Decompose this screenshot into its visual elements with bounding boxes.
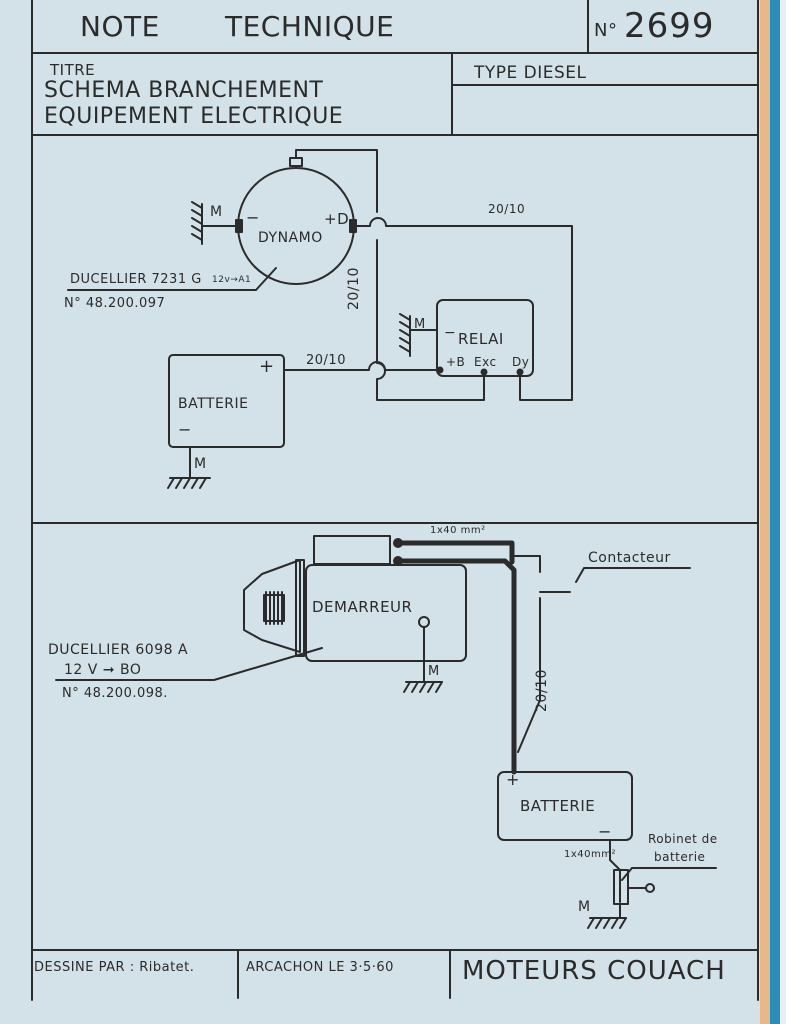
relai-dy-label: Dy — [512, 355, 530, 369]
robinet-line-2: batterie — [654, 850, 706, 864]
solenoid-terminal-1 — [393, 538, 403, 548]
dynamo-top-terminal — [289, 157, 303, 167]
batterie-2-minus-label: − — [598, 822, 612, 841]
ref-1-line-2: N° 48.200.097 — [64, 296, 166, 311]
wire-label-vertical: 20/10 — [346, 267, 362, 310]
ref-1-leader — [67, 267, 277, 291]
batterie-1-minus-label: − — [178, 420, 192, 439]
ref-2-leader — [55, 647, 323, 681]
batterie-1-wire — [283, 361, 441, 371]
batterie-1-symbol — [168, 354, 285, 448]
dynamo-label: DYNAMO — [258, 230, 323, 246]
solenoid-terminal-2 — [393, 556, 403, 566]
ref-2-line-3: N° 48.200.098. — [62, 686, 168, 701]
demarreur-symbol — [305, 564, 467, 662]
relai-symbol — [436, 299, 534, 377]
demarreur-mass-stud — [418, 616, 430, 628]
dynamo-minus-label: − — [246, 208, 260, 227]
number-prefix: N° — [594, 20, 618, 41]
cable-label-small: 1x40mm² — [564, 849, 616, 860]
titre-label: TITRE — [50, 61, 96, 79]
batterie-1-mass-hatch — [167, 477, 207, 489]
robinet-mass-label: M — [578, 899, 591, 915]
dynamo-field-wire — [295, 149, 378, 213]
note-number: 2699 — [624, 6, 715, 46]
wire-label-batterie: 20/10 — [306, 353, 346, 368]
relai-label: RELAI — [458, 330, 504, 348]
batterie-1-plus-label: + — [259, 356, 275, 377]
relai-dy-terminal — [516, 368, 524, 376]
demarreur-flange — [295, 559, 305, 657]
cable-label: 1x40 mm² — [430, 525, 486, 536]
technical-sheet — [0, 0, 760, 1024]
batterie-1-mass-label: M — [194, 456, 207, 472]
title-line-2: EQUIPEMENT ELECTRIQUE — [44, 104, 344, 129]
relai-b-label: +B — [446, 355, 466, 369]
heavy-cable-battery — [395, 558, 517, 775]
folder-edge — [770, 0, 780, 1024]
relai-exc-wire — [376, 239, 485, 401]
relai-mass-label: M — [414, 317, 426, 332]
technique-label: TECHNIQUE — [225, 10, 395, 43]
relai-mass-hatch — [399, 313, 411, 353]
demarreur-nose — [243, 559, 301, 653]
pinion-teeth — [265, 591, 283, 625]
robinet-leader — [621, 867, 633, 881]
batterie-2-mass-hatch — [587, 917, 627, 929]
relai-exc-label: Exc — [474, 355, 497, 369]
robinet-knob — [645, 883, 655, 893]
contacteur-label: Contacteur — [588, 550, 671, 566]
note-label: NOTE — [80, 10, 160, 43]
batterie-2-plus-label: + — [506, 770, 520, 789]
page-edge — [760, 0, 770, 1024]
robinet-line-1: Robinet de — [648, 832, 718, 846]
solenoid-symbol — [313, 535, 391, 565]
company-name: MOTEURS COUACH — [462, 956, 726, 986]
ref-1-voltage: 12v→A1 — [212, 275, 252, 285]
dessine-par: DESSINE PAR : Ribatet. — [34, 960, 195, 975]
ref-1-line-1: DUCELLIER 7231 G — [70, 272, 202, 287]
ref-2-line-1: DUCELLIER 6098 A — [48, 642, 189, 658]
relai-exc-terminal — [480, 368, 488, 376]
dynamo-plus-label: +D — [324, 210, 350, 228]
wire-label-vertical-2: 20/10 — [534, 669, 550, 712]
demarreur-label: DEMARREUR — [312, 598, 413, 616]
dynamo-mass-label: M — [210, 204, 223, 220]
contacteur-wire-out — [517, 597, 541, 753]
lieu-date: ARCACHON LE 3·5·60 — [246, 960, 394, 975]
batterie-1-label: BATTERIE — [178, 396, 249, 412]
demarreur-mass-label: M — [428, 664, 440, 679]
batterie-2-label: BATTERIE — [520, 797, 596, 815]
background-edge — [780, 0, 786, 1024]
relai-minus-label: − — [444, 325, 457, 341]
robinet-mass-wire — [607, 903, 621, 919]
demarreur-mass-hatch — [403, 681, 443, 693]
dynamo-d-wire — [355, 217, 573, 401]
contacteur-wire-in — [511, 555, 541, 573]
engine-type: TYPE DIESEL — [474, 63, 587, 83]
ref-2-line-2: 12 V ➞ BO — [64, 662, 142, 678]
wire-label-top: 20/10 — [488, 202, 526, 216]
relai-b-terminal — [436, 366, 444, 374]
batterie-2-symbol — [497, 771, 633, 841]
title-line-1: SCHEMA BRANCHEMENT — [44, 78, 324, 103]
contacteur-leader — [575, 567, 691, 583]
batterie-2-minus-wire — [609, 839, 621, 903]
dynamo-mass-hatch — [191, 201, 203, 241]
